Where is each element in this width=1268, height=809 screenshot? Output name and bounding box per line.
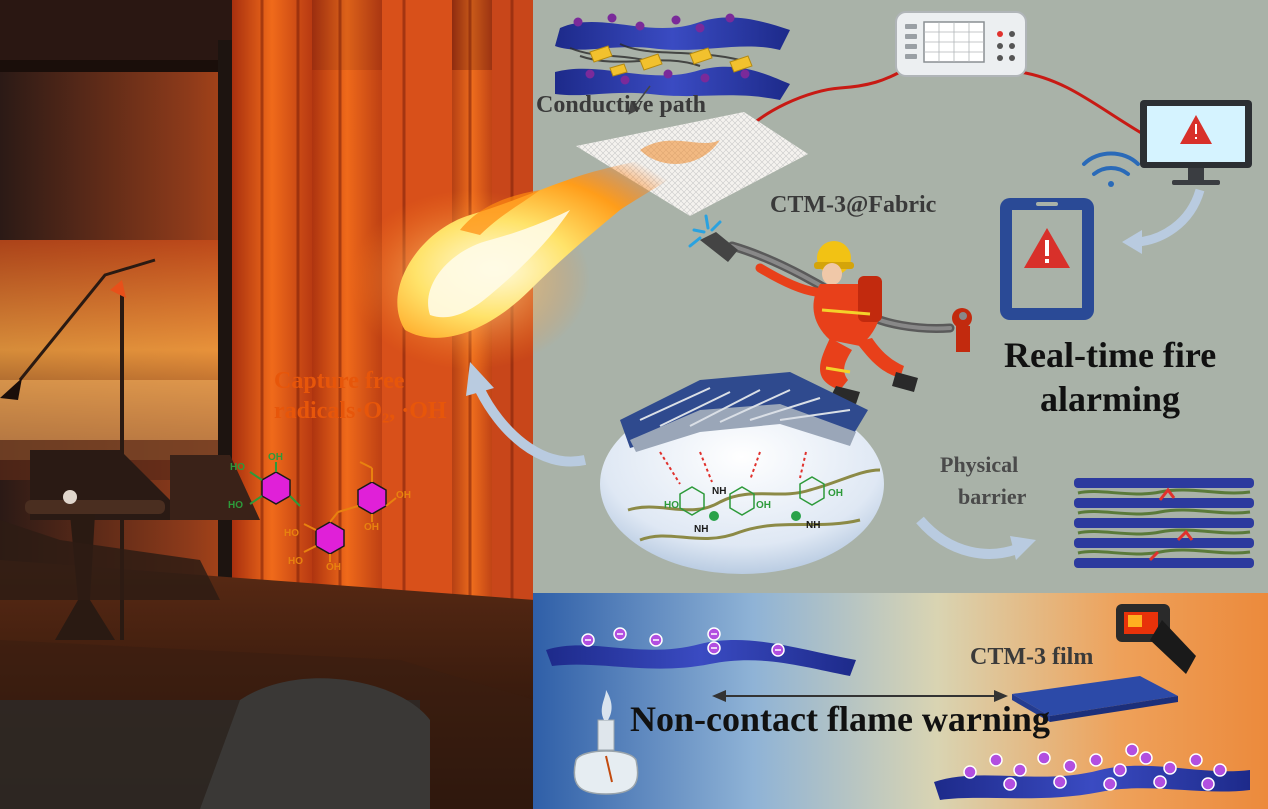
capture-radicals-label-line2: radicals·O₂, ·OH: [274, 398, 447, 424]
chem-label-oh: OH: [756, 500, 771, 511]
conductive-path-label: Conductive path: [536, 92, 707, 118]
chem-label-ho: HO: [288, 556, 303, 567]
molecular-interaction-ellipse: [600, 372, 884, 574]
wifi-icon: [1082, 151, 1140, 187]
chem-label-oh: OH: [364, 522, 379, 533]
chem-label-ho: HO: [664, 500, 679, 511]
radical-capture-arrow: [466, 362, 587, 467]
negatively-charged-fabric-left: [546, 627, 856, 676]
controller-device-icon: [895, 11, 1027, 77]
firefighter-icon: [688, 214, 972, 404]
sunset-room-photo: [0, 0, 535, 809]
chem-label-ho: HO: [228, 500, 243, 511]
chem-label-oh: OH: [828, 488, 843, 499]
physical-barrier-label-line2: barrier: [958, 484, 1027, 509]
layered-barrier-stack: [1074, 478, 1254, 568]
non-contact-warning-label: Non-contact flame warning: [630, 699, 1050, 739]
chem-label-oh: OH: [326, 562, 341, 573]
chem-label-nh: NH: [806, 520, 821, 531]
capture-radicals-label-line1: Capture free: [274, 368, 405, 394]
physical-barrier-label-line1: Physical: [940, 452, 1019, 477]
ctm3-film-sheet: [1012, 676, 1178, 722]
barrier-arrow: [916, 516, 1036, 560]
signal-wires: [733, 70, 1151, 143]
signal-arrow: [1137, 188, 1205, 247]
ctm3-fabric-label: CTM-3@Fabric: [770, 192, 937, 218]
chem-label-oh: OH: [396, 490, 411, 501]
real-time-alarm-label-line2: alarming: [1040, 379, 1180, 419]
ctm3-film-label: CTM-3 film: [970, 644, 1094, 670]
tablet-icon: [1000, 198, 1094, 320]
chem-label-nh: NH: [712, 486, 727, 497]
alcohol-lamp-icon: [573, 690, 639, 795]
negatively-charged-fabric-right: [934, 743, 1250, 800]
chem-label-oh: OH: [268, 452, 283, 463]
chem-label-nh: NH: [694, 524, 709, 535]
thermal-camera-icon: [1116, 604, 1196, 674]
real-time-alarm-label-line1: Real-time fire: [1004, 335, 1217, 375]
conductive-network-fabric: [555, 13, 790, 115]
chem-label-ho: HO: [284, 528, 299, 539]
flame-icon: [350, 140, 720, 370]
monitor-icon: [1140, 100, 1252, 185]
gallic-acid-structure: [249, 461, 397, 562]
chem-label-ho: HO: [230, 462, 245, 473]
